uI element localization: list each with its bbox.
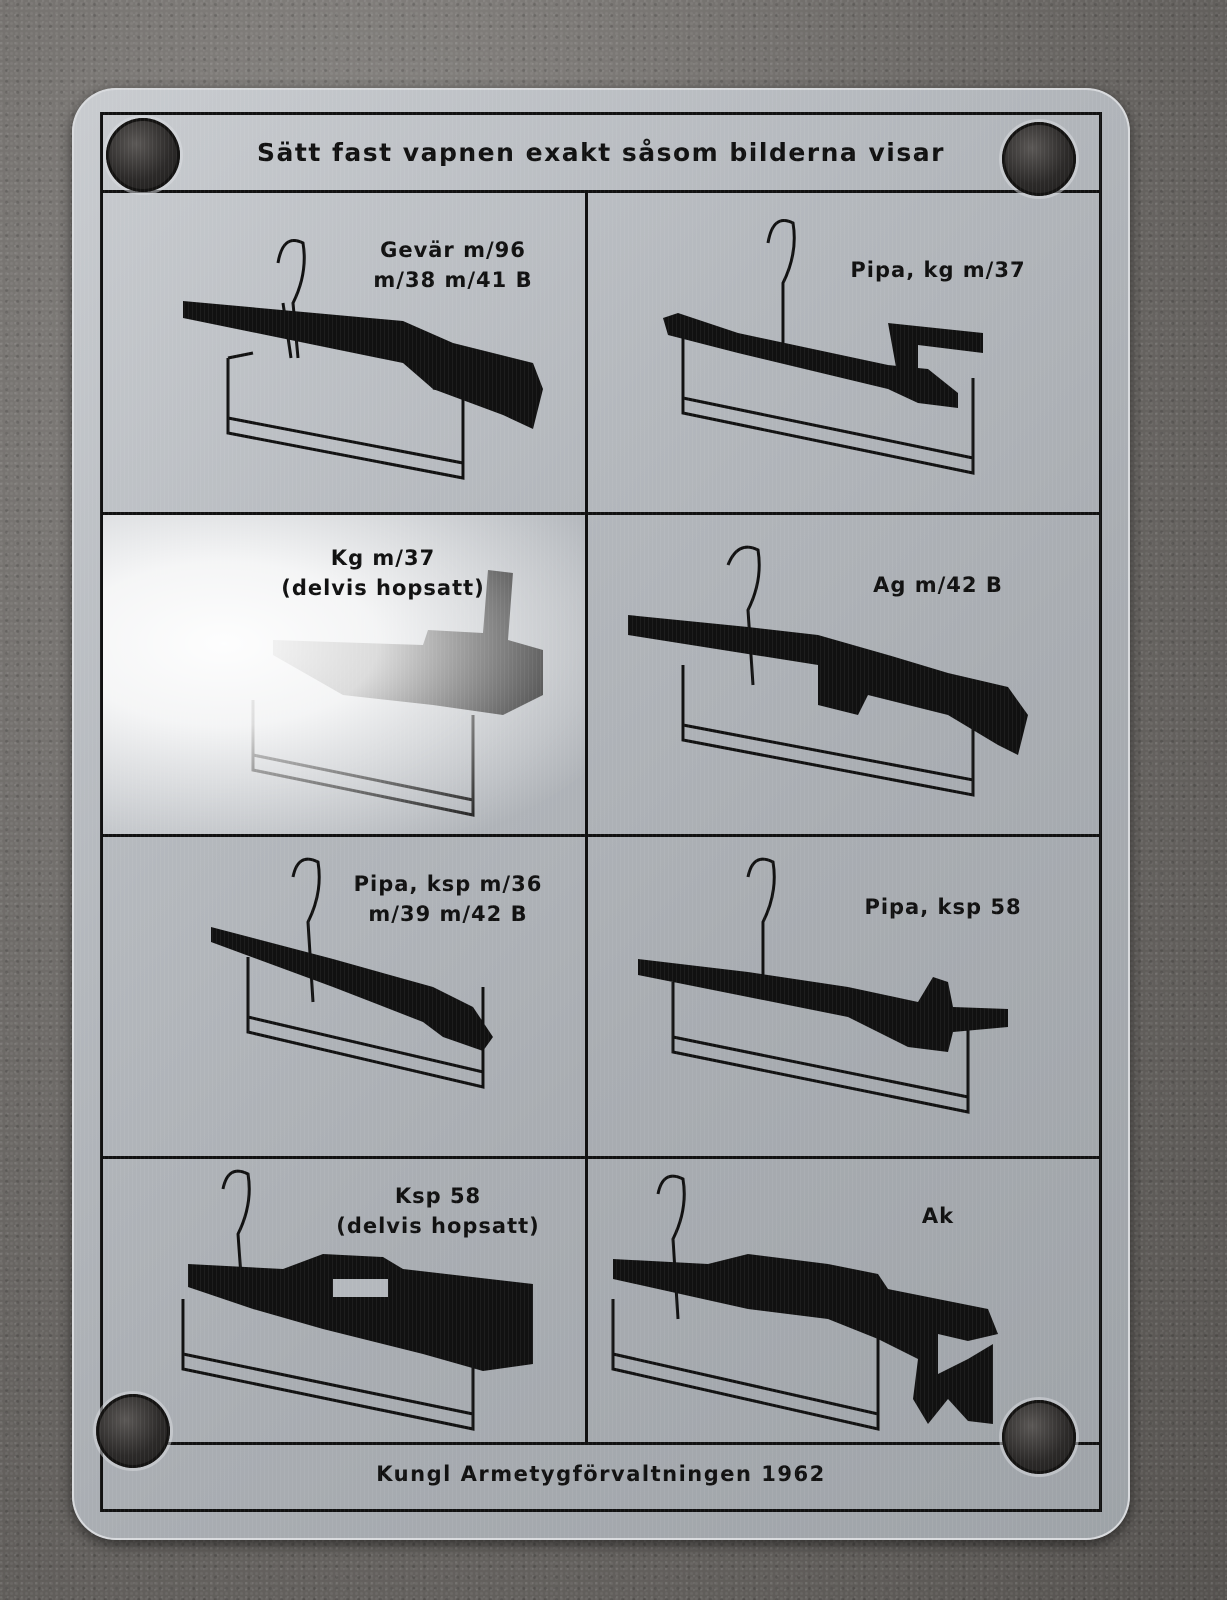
screw-icon — [1002, 1400, 1076, 1474]
panel-label: Ag m/42 B — [873, 573, 1003, 597]
panel-grid: Gevär m/96 m/38 m/41 B Pipa, kg m/37 — [103, 193, 1099, 1445]
light-glare — [103, 515, 585, 834]
panel-label: Gevär m/96 m/38 m/41 B — [373, 238, 533, 293]
screw-icon — [96, 1394, 170, 1468]
rack-with-rifle-illustration — [611, 1174, 998, 1431]
rack-with-barrel-illustration — [638, 857, 1008, 1114]
panel-label: Kg m/37 (delvis hopsatt) — [281, 546, 485, 601]
panel-pipa-ksp-58: Pipa, ksp 58 — [588, 837, 1099, 1159]
screw-icon — [106, 118, 180, 192]
panel-kg-m37: Kg m/37 (delvis hopsatt) — [103, 515, 588, 837]
panel-label: Ksp 58 (delvis hopsatt) — [336, 1184, 540, 1239]
panel-ag-m42b: Ag m/42 B — [588, 515, 1099, 837]
panel-label: Pipa, kg m/37 — [850, 258, 1026, 282]
plate-footer: Kungl Armetygförvaltningen 1962 — [376, 1462, 826, 1486]
screw-icon — [1002, 122, 1076, 196]
plate-frame: Sätt fast vapnen exakt såsom bilderna vi… — [100, 112, 1102, 1512]
rack-with-barrel-illustration — [663, 219, 983, 475]
panel-label: Pipa, ksp 58 — [864, 895, 1022, 919]
panel-gevar-m96: Gevär m/96 m/38 m/41 B — [103, 193, 588, 515]
panel-pipa-kg-m37: Pipa, kg m/37 — [588, 193, 1099, 515]
instruction-plate: Sätt fast vapnen exakt såsom bilderna vi… — [72, 88, 1130, 1540]
rack-with-rifle-illustration — [183, 239, 543, 480]
panel-ksp-58: Ksp 58 (delvis hopsatt) — [103, 1159, 588, 1445]
rack-with-barrel-illustration — [211, 857, 493, 1089]
rack-with-machine-gun-illustration — [181, 1169, 533, 1431]
plate-title: Sätt fast vapnen exakt såsom bilderna vi… — [103, 115, 1099, 193]
panel-ak: Ak — [588, 1159, 1099, 1445]
panel-label: Pipa, ksp m/36 m/39 m/42 B — [353, 872, 543, 927]
panel-label: Ak — [921, 1204, 955, 1228]
rack-with-rifle-illustration — [628, 545, 1028, 797]
panel-pipa-ksp-m36: Pipa, ksp m/36 m/39 m/42 B — [103, 837, 588, 1159]
